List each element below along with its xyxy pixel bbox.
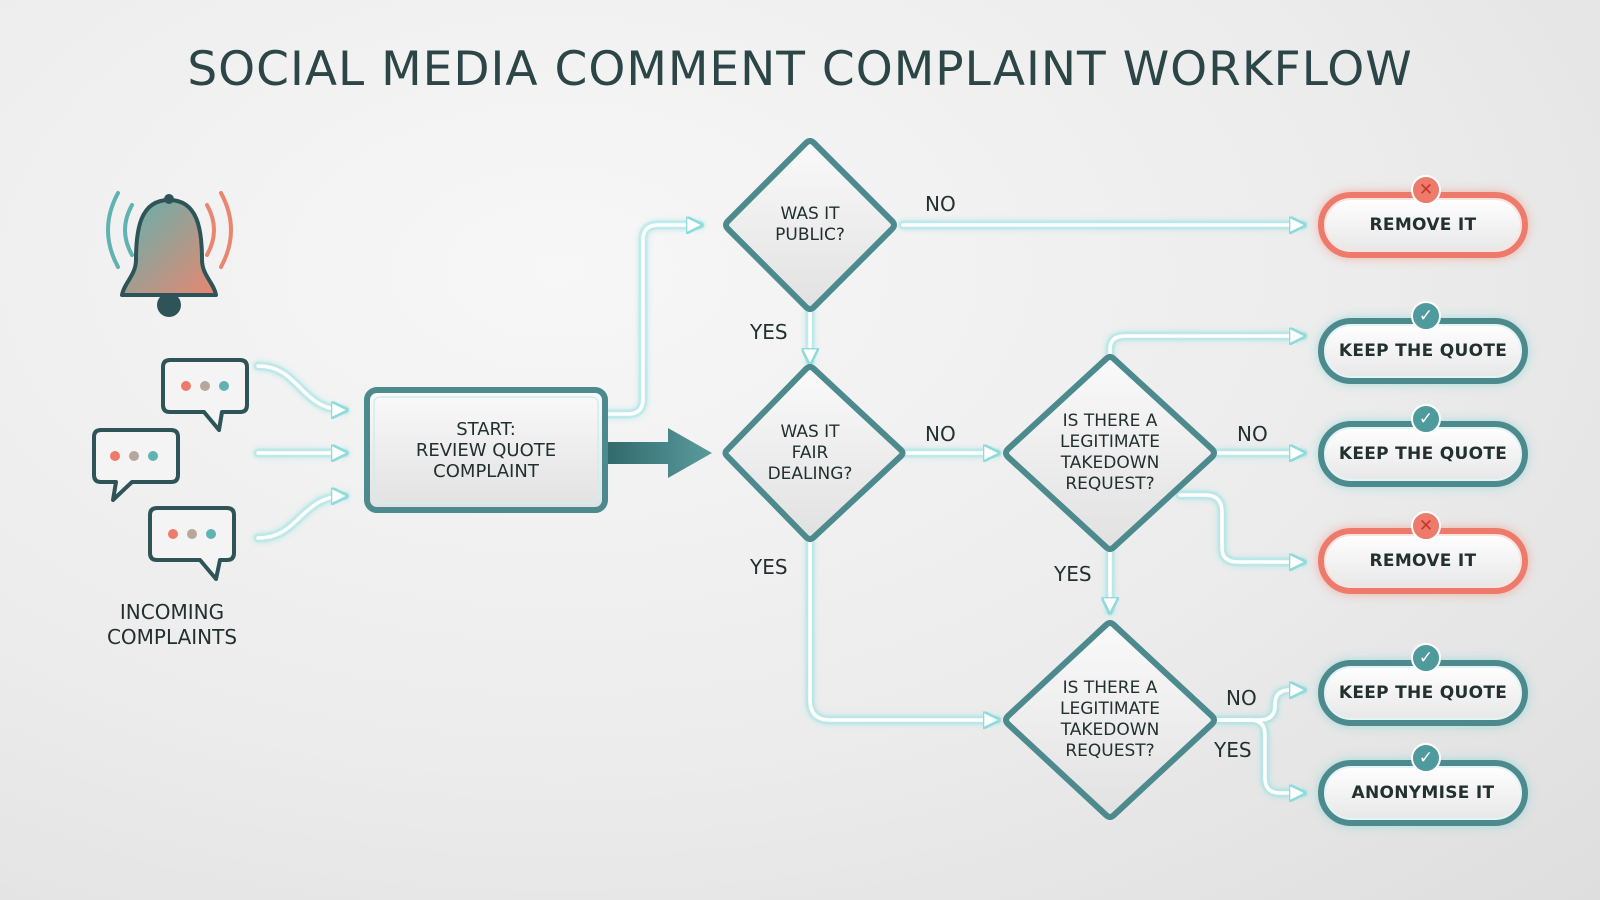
decision-diamond-fair	[722, 364, 906, 542]
takedown-question-b: IS THERE A LEGITIMATE TAKEDOWN REQUEST?	[1060, 678, 1160, 761]
decision-diamond-takedown-a	[1003, 354, 1217, 552]
chat-bubble-icon	[92, 428, 180, 502]
outcome-label: KEEP THE QUOTE	[1338, 444, 1508, 464]
bell-icon	[106, 191, 233, 317]
outcome-label: REMOVE IT	[1369, 215, 1477, 235]
chat-bubble-icon	[161, 358, 249, 432]
takedown-b-no-label: NO	[1226, 686, 1257, 710]
check-icon: ✓	[1411, 743, 1441, 773]
outcome-label: ANONYMISE IT	[1351, 783, 1495, 803]
decision-diamond-public	[723, 138, 897, 312]
public-no-label: NO	[925, 192, 956, 216]
takedown-a-yes-label: YES	[1054, 562, 1092, 586]
main-flow-arrow	[600, 428, 712, 478]
start-box-label: START: REVIEW QUOTE COMPLAINT	[415, 418, 557, 482]
fair-no-label: NO	[925, 422, 956, 446]
check-icon: ✓	[1411, 301, 1441, 331]
check-icon: ✓	[1411, 643, 1441, 673]
takedown-a-no-label: NO	[1237, 422, 1268, 446]
start-box	[364, 387, 608, 513]
outcome-label: KEEP THE QUOTE	[1338, 341, 1508, 361]
takedown-b-yes-label: YES	[1214, 738, 1252, 762]
chat-bubble-icon	[148, 506, 236, 581]
fair-dealing-question: WAS IT FAIR DEALING?	[767, 421, 853, 484]
incoming-complaints-label: INCOMING COMPLAINTS	[106, 600, 238, 649]
public-question: WAS IT PUBLIC?	[775, 204, 845, 245]
check-icon: ✓	[1411, 404, 1441, 434]
takedown-question-a: IS THERE A LEGITIMATE TAKEDOWN REQUEST?	[1060, 411, 1160, 494]
connectors	[253, 225, 1308, 793]
outcome-label: REMOVE IT	[1369, 551, 1477, 571]
outcome-label: KEEP THE QUOTE	[1338, 683, 1508, 703]
cross-icon: ✕	[1411, 511, 1441, 541]
cross-icon: ✕	[1411, 175, 1441, 205]
public-yes-label: YES	[750, 320, 788, 344]
decision-diamond-takedown-b	[1003, 620, 1217, 820]
page-title: SOCIAL MEDIA COMMENT COMPLAINT WORKFLOW	[187, 42, 1413, 97]
fair-yes-label: YES	[750, 555, 788, 579]
